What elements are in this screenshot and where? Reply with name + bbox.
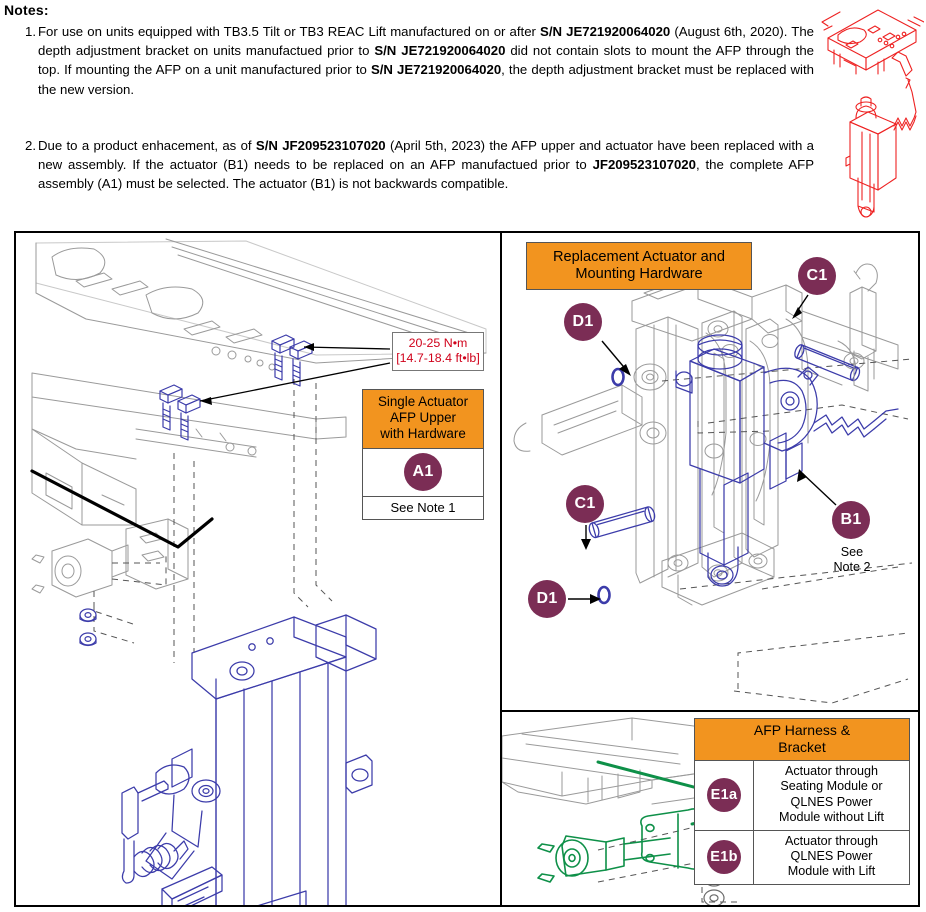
exploded-diagram-frame: 20-25 N•m [14.7-18.4 ft•lb] Single Actua… <box>14 231 920 907</box>
replacement-actuator-panel-header: Replacement Actuator and Mounting Hardwa… <box>526 242 752 290</box>
panel-divider-horizontal <box>502 710 918 712</box>
part-callout-a1-header: Single Actuator AFP Upper with Hardware <box>363 390 483 449</box>
torque-value-ftlb: [14.7-18.4 ft•lb] <box>396 351 480 365</box>
seat-pan-and-actuator-thumbnail-icon <box>821 9 924 218</box>
table-row[interactable]: E1a Actuator through Seating Module or Q… <box>695 761 909 831</box>
badge-b1[interactable]: B1 <box>832 501 870 539</box>
e1a-line-3: QLNES Power <box>790 794 873 809</box>
torque-spec-callout: 20-25 N•m [14.7-18.4 ft•lb] <box>392 332 484 371</box>
harness-row-description: Actuator through Seating Module or QLNES… <box>754 761 909 830</box>
e1a-line-2: Seating Module or <box>780 779 883 794</box>
panel-divider-vertical <box>500 233 502 905</box>
b1-caption-line-2: Note 2 <box>833 559 871 574</box>
note-item-1: 1. For use on units equipped with TB3.5 … <box>14 22 814 99</box>
badge-a1[interactable]: A1 <box>404 452 442 491</box>
harness-table-header: AFP Harness & Bracket <box>695 719 909 761</box>
part-callout-a1-badge-cell: A1 <box>363 448 483 497</box>
rep-header-line-1: Replacement Actuator and <box>553 248 725 265</box>
badge-e1a[interactable]: E1a <box>707 778 741 813</box>
torque-value-nm: 20-25 N•m <box>408 336 468 350</box>
e1b-line-1: Actuator through <box>784 833 879 848</box>
replacement-actuator-panel: Replacement Actuator and Mounting Hardwa… <box>502 233 918 710</box>
badge-d1-top[interactable]: D1 <box>564 303 602 341</box>
harness-row-description: Actuator through QLNES Power Module with… <box>754 830 909 884</box>
harness-row-badge-cell: E1a <box>695 761 754 830</box>
e1a-line-1: Actuator through <box>784 764 879 778</box>
b1-caption-line-1: See <box>840 545 864 559</box>
table-row[interactable]: E1b Actuator through QLNES Power Module … <box>695 830 909 884</box>
harness-row-badge-cell: E1b <box>695 830 754 884</box>
harness-header-line-1: AFP Harness & <box>753 722 851 738</box>
notes-heading: Notes: <box>4 2 49 18</box>
note-text: Due to a product enhacement, as of S/N J… <box>38 138 815 192</box>
badge-c1-top[interactable]: C1 <box>798 257 836 295</box>
e1a-line-4: Module without Lift <box>778 810 884 825</box>
part-callout-a1-note-ref[interactable]: See Note 1 <box>363 496 483 519</box>
e1b-line-2: QLNES Power <box>790 849 873 864</box>
badge-d1-lower[interactable]: D1 <box>528 580 566 618</box>
note-thumbnail-illustrations <box>820 0 924 222</box>
note-item-2: 2. Due to a product enhacement, as of S/… <box>14 136 814 194</box>
badge-c1-lower[interactable]: C1 <box>566 485 604 523</box>
a1-header-line-2: AFP Upper <box>390 410 456 426</box>
part-callout-table-harness[interactable]: AFP Harness & Bracket E1a Actuator throu… <box>694 718 910 885</box>
a1-header-line-3: with Hardware <box>380 426 466 442</box>
badge-e1b[interactable]: E1b <box>707 840 741 875</box>
e1b-line-3: Module with Lift <box>787 864 876 879</box>
b1-note-reference: See Note 2 <box>824 545 880 574</box>
part-callout-a1[interactable]: Single Actuator AFP Upper with Hardware … <box>362 389 484 520</box>
replacement-actuator-illustration <box>513 263 913 704</box>
notes-section: Notes: 1. For use on units equipped with… <box>0 0 926 228</box>
note-number: 1. <box>25 24 36 39</box>
a1-header-line-1: Single Actuator <box>377 394 469 409</box>
note-text: For use on units equipped with TB3.5 Til… <box>38 24 814 97</box>
note-number: 2. <box>25 138 36 153</box>
afp-harness-bracket-panel: AFP Harness & Bracket E1a Actuator throu… <box>502 712 918 905</box>
rep-header-line-2: Mounting Hardware <box>575 266 703 282</box>
left-assembly-panel: 20-25 N•m [14.7-18.4 ft•lb] Single Actua… <box>16 233 500 905</box>
harness-header-line-2: Bracket <box>778 739 826 755</box>
